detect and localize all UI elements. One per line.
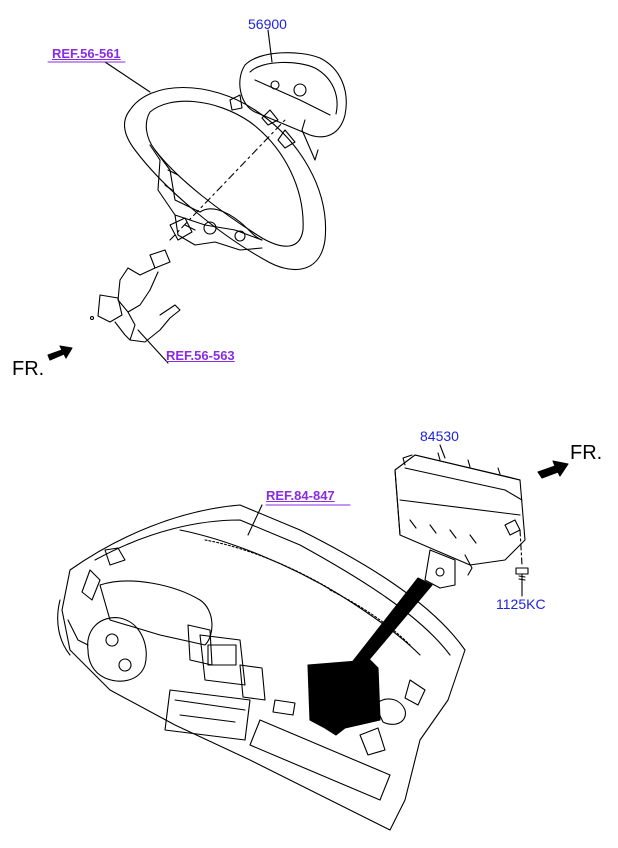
driver-airbag-module bbox=[229, 52, 347, 161]
passenger-airbag-installed bbox=[307, 659, 381, 736]
part-number-1125kc[interactable]: 1125KC bbox=[496, 596, 546, 612]
installation-pointer bbox=[349, 577, 433, 669]
reference-link-56-563[interactable]: REF.56-563 bbox=[166, 348, 235, 363]
fr-arrow-top bbox=[47, 345, 73, 361]
front-direction-label-bottom: FR. bbox=[570, 442, 603, 464]
leader-ref-56-563 bbox=[137, 329, 169, 364]
part-number-56900[interactable]: 56900 bbox=[248, 16, 287, 32]
leader-84530 bbox=[439, 444, 446, 459]
reference-link-56-561[interactable]: REF.56-561 bbox=[52, 46, 121, 61]
front-direction-label-top: FR. bbox=[12, 358, 45, 380]
leader-56900 bbox=[267, 29, 273, 63]
passenger-airbag-module bbox=[394, 452, 526, 589]
steering-column bbox=[89, 217, 193, 343]
reference-link-84-847[interactable]: REF.84-847 bbox=[266, 488, 335, 503]
steering-wheel bbox=[124, 87, 327, 271]
part-number-84530[interactable]: 84530 bbox=[420, 428, 459, 444]
fr-arrow-bottom bbox=[537, 460, 569, 479]
leader-ref-84-847 bbox=[247, 504, 263, 536]
dashboard-crash-pad bbox=[57, 504, 466, 831]
bolt-1125kc bbox=[515, 567, 529, 583]
leader-ref-56-561 bbox=[104, 61, 151, 93]
bolt-axis bbox=[519, 529, 523, 566]
assembly-axis bbox=[169, 119, 286, 241]
